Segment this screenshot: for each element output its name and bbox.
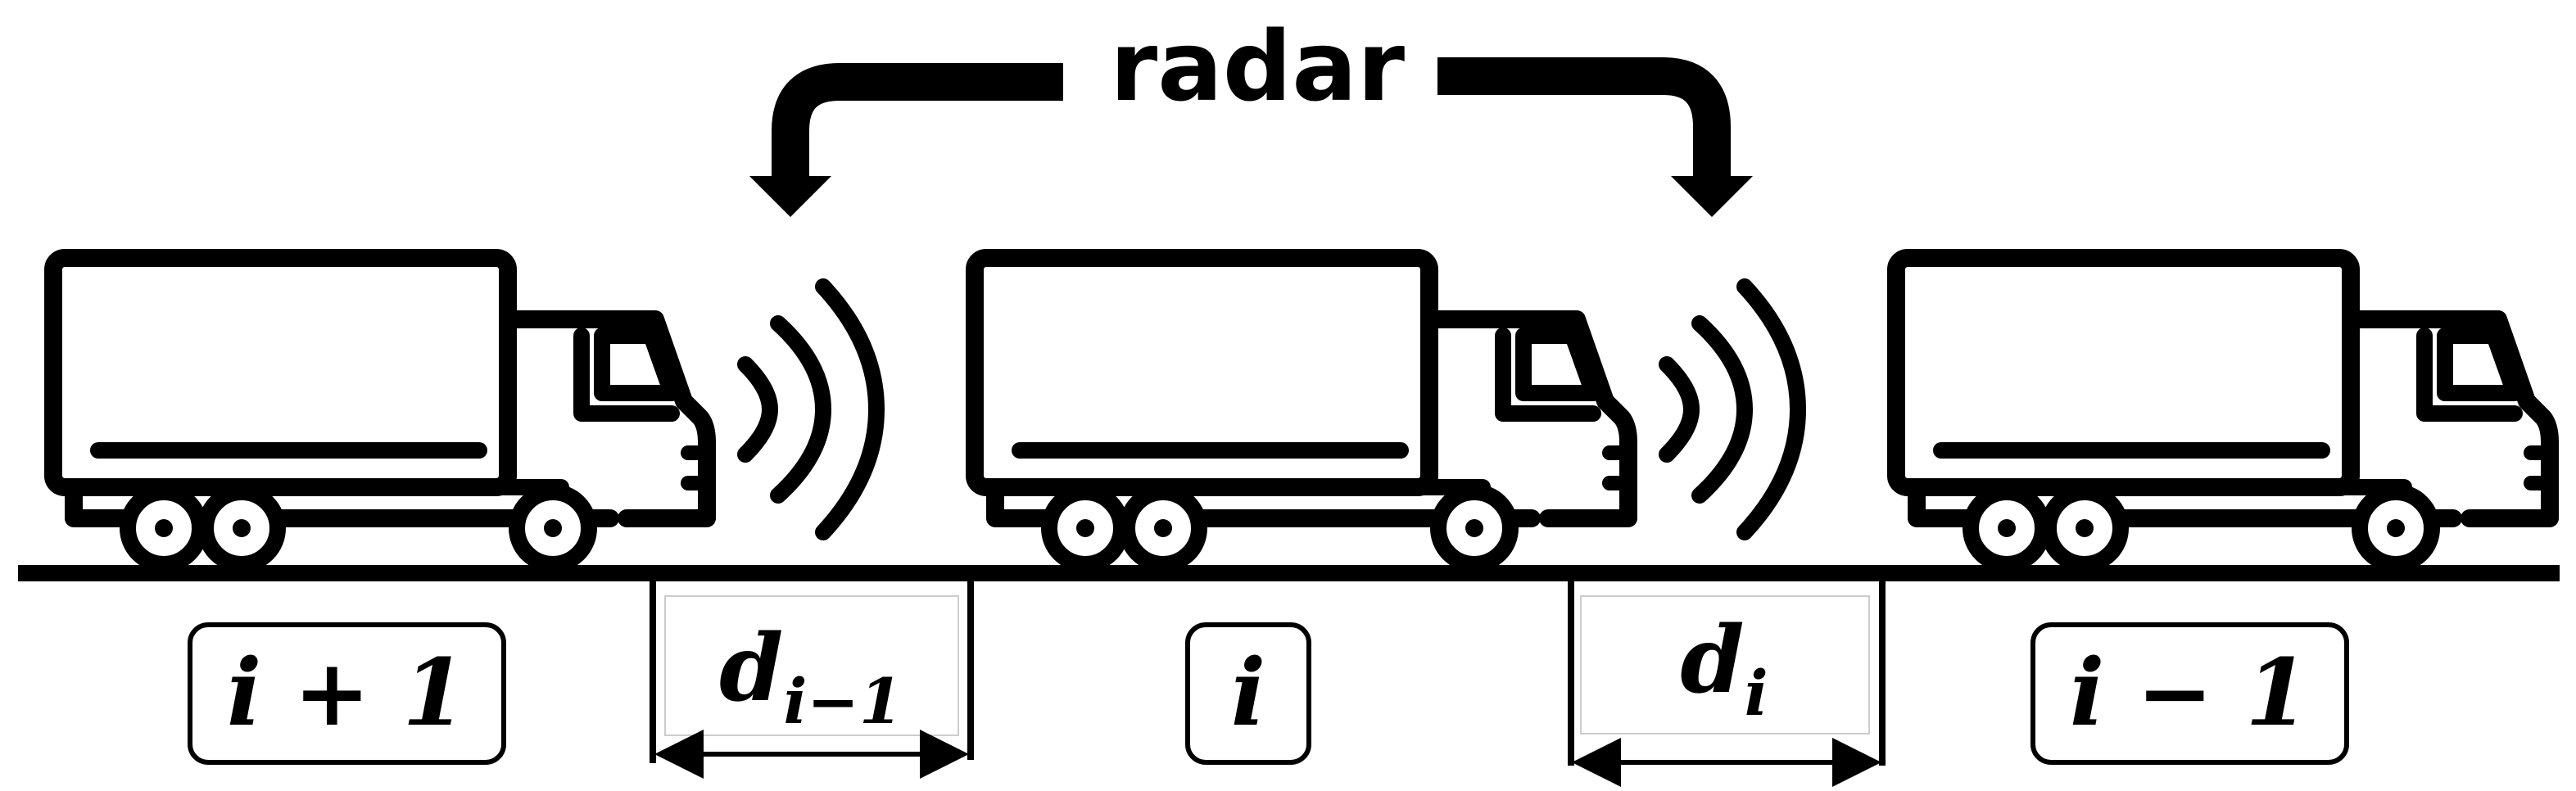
vehicle-label-i-minus-1: i − 1: [2070, 640, 2309, 747]
radar-arrow-left-head: [749, 176, 831, 217]
truck-i: [975, 258, 1628, 564]
signal-wave-icon: [745, 287, 876, 532]
vehicle-label-box: [2030, 622, 2349, 765]
radar-arrow-left: [772, 63, 1063, 180]
radar-title: radar: [1110, 10, 1405, 123]
signal-wave-icon: [1667, 287, 1798, 532]
gap-label-d-i: di: [1680, 607, 1768, 730]
truck-i-plus-1: [53, 258, 707, 564]
vehicle-label-box: [188, 622, 506, 765]
gap-label-d-i-minus-1: di−1: [719, 615, 903, 738]
vehicle-label-i-plus-1: i + 1: [227, 640, 466, 747]
radar-arrow-right: [1437, 57, 1731, 180]
vehicle-label-box: [1185, 622, 1311, 765]
radar-arrow-right-head: [1671, 176, 1753, 217]
gap-label-frame: [1580, 595, 1870, 734]
truck-i-minus-1: [1896, 258, 2550, 564]
vehicle-label-i: i: [1231, 640, 1266, 747]
